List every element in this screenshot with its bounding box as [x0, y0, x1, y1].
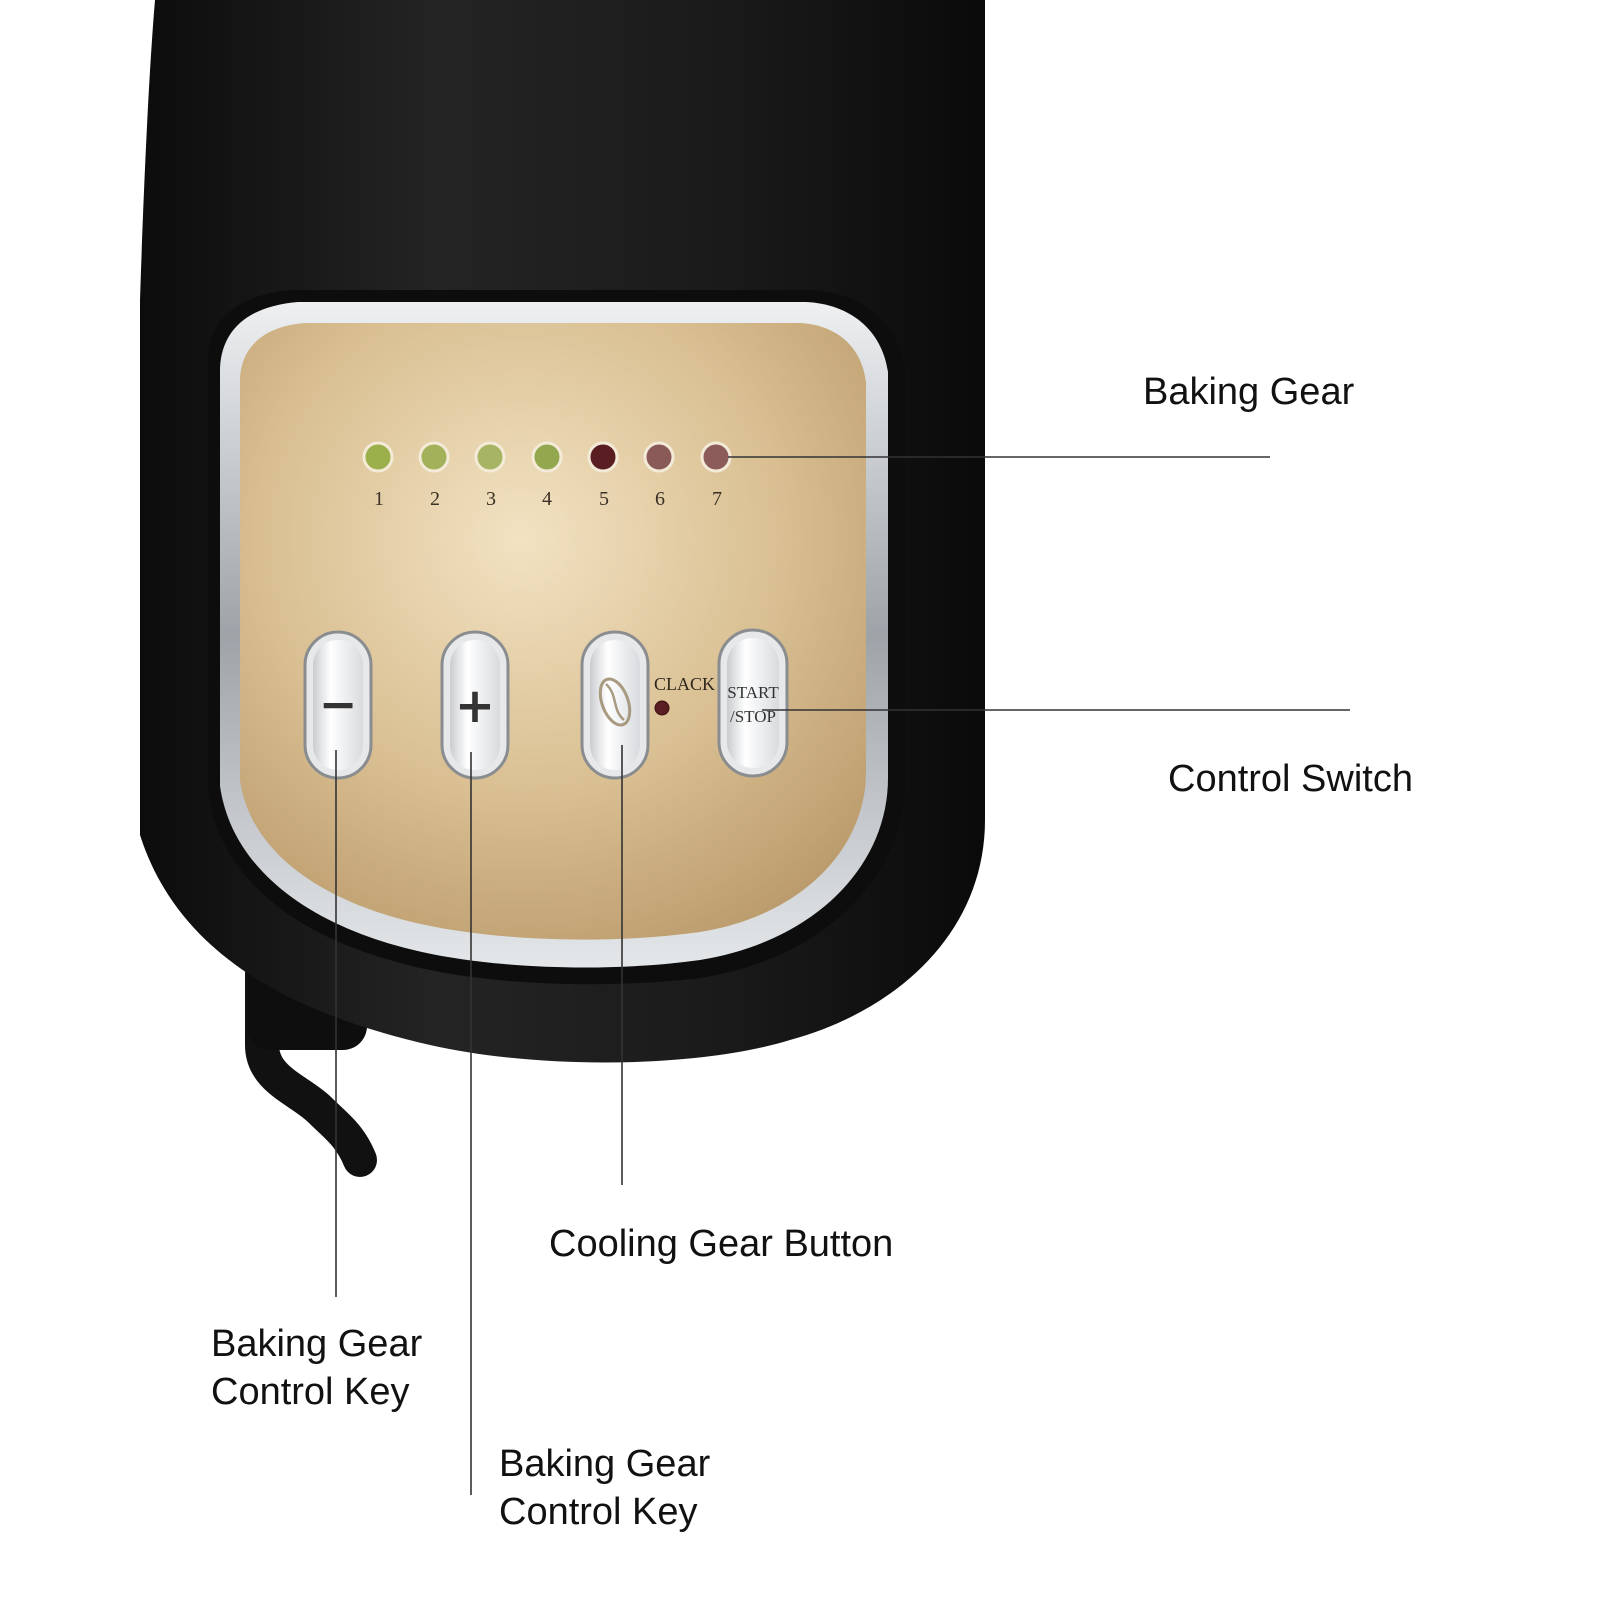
indicator-number-2: 2	[430, 488, 440, 510]
control-switch-label: Control Switch	[1168, 758, 1413, 800]
indicator-number-5: 5	[599, 488, 609, 510]
callout-lines	[335, 456, 1350, 1495]
minus-button[interactable]: −	[303, 630, 373, 780]
indicator-number-4: 4	[542, 488, 552, 510]
indicator-number-1: 1	[374, 488, 384, 510]
stop-label: /STOP	[730, 707, 776, 726]
clack-label: CLACK	[654, 674, 715, 694]
indicator-light-6	[643, 441, 675, 473]
control-panel	[240, 323, 866, 940]
clack-indicator-light	[654, 700, 670, 716]
indicator-numbers: 1 2 3 4 5 6 7	[374, 488, 722, 510]
minus-icon: −	[319, 677, 358, 731]
indicator-light-1	[362, 441, 394, 473]
indicator-number-7: 7	[712, 488, 722, 510]
indicator-light-7	[700, 441, 732, 473]
baking-gear-label: Baking Gear	[1143, 371, 1355, 413]
coffee-bean-icon	[598, 677, 632, 727]
baking-gear-indicators	[362, 441, 732, 473]
cooling-gear-button-label: Cooling Gear Button	[549, 1223, 894, 1265]
cooling-gear-button[interactable]	[580, 630, 650, 780]
indicator-light-2	[418, 441, 450, 473]
plus-icon: +	[455, 678, 495, 734]
plus-key-label: Baking Gear Control Key	[499, 1440, 710, 1536]
minus-key-label-line1: Baking Gear	[211, 1323, 423, 1365]
plus-button[interactable]: +	[440, 630, 510, 780]
minus-key-label-line2: Control Key	[211, 1371, 410, 1413]
power-cord	[245, 943, 377, 1177]
indicator-light-4	[531, 441, 563, 473]
minus-key-label: Baking Gear Control Key	[211, 1320, 422, 1416]
start-stop-button[interactable]: START /STOP	[717, 628, 789, 778]
indicator-number-3: 3	[486, 488, 496, 510]
indicator-number-6: 6	[655, 488, 665, 510]
plus-key-label-line2: Control Key	[499, 1491, 698, 1533]
start-label: START	[727, 683, 779, 702]
indicator-light-3	[474, 441, 506, 473]
indicator-light-5	[587, 441, 619, 473]
plus-key-label-line1: Baking Gear	[499, 1443, 711, 1485]
